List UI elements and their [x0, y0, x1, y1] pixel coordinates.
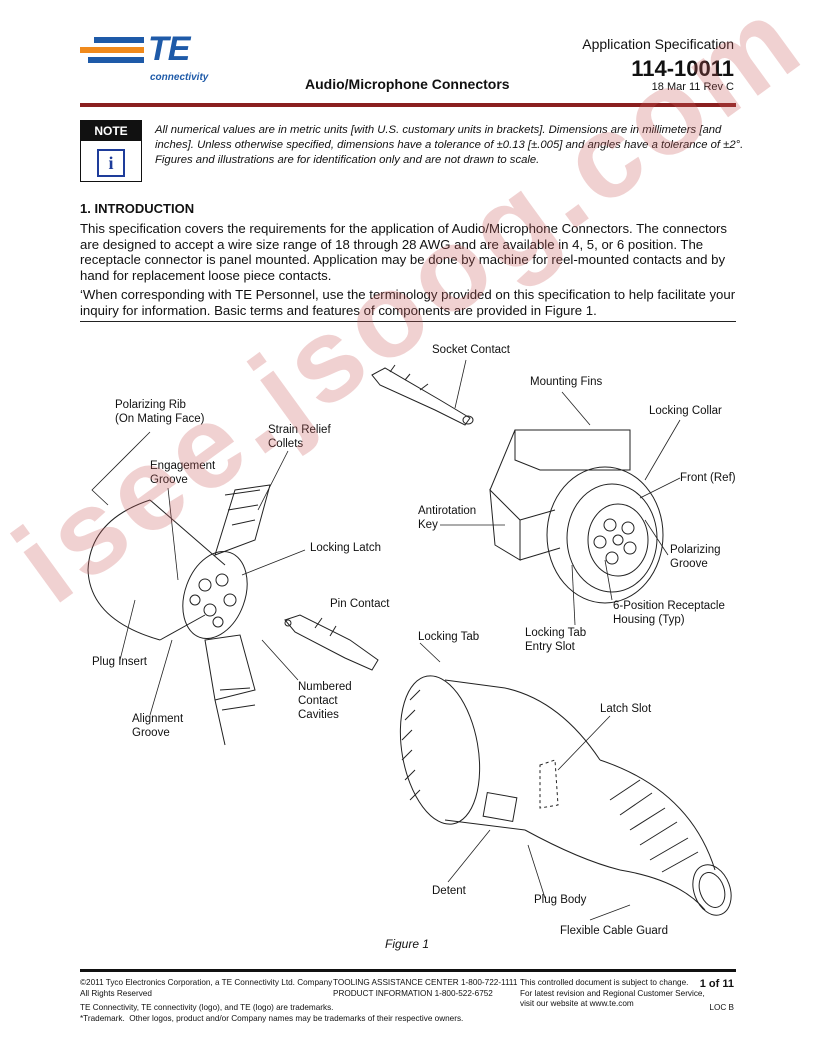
document-title: Audio/Microphone Connectors	[305, 76, 510, 92]
info-icon: i	[97, 149, 125, 177]
label-strain-relief-collets: Strain Relief Collets	[268, 424, 331, 450]
label-latch-slot: Latch Slot	[600, 703, 652, 715]
plug-insert-drawing	[87, 484, 271, 746]
te-logo-bars-icon	[80, 37, 144, 63]
label-socket-contact: Socket Contact	[432, 344, 510, 356]
label-engagement-groove: Engagement Groove	[150, 460, 216, 486]
spec-number: 114-10011	[631, 56, 734, 81]
page-number: 1 of 11	[699, 978, 734, 990]
label-polarizing-rib: Polarizing Rib (On Mating Face)	[115, 399, 205, 425]
leader-lines	[91, 359, 681, 921]
label-plug-body: Plug Body	[534, 894, 587, 906]
label-locking-collar: Locking Collar	[649, 405, 722, 417]
label-locking-latch: Locking Latch	[310, 542, 381, 554]
label-front-ref: Front (Ref)	[680, 472, 736, 484]
label-polarizing-groove: Polarizing Groove	[670, 544, 721, 570]
footer-tooling-contact: TOOLING ASSISTANCE CENTER 1-800-722-1111…	[333, 978, 518, 998]
label-pin-contact: Pin Contact	[330, 598, 390, 610]
te-logo-text: TE	[148, 30, 190, 68]
footer-loc: LOC B	[709, 1003, 734, 1012]
label-antirotation-key: Antirotation Key	[418, 505, 477, 531]
label-locking-tab-entry-slot: Locking Tab Entry Slot	[525, 627, 587, 653]
footer-trademarks: TE Connectivity, TE connectivity (logo),…	[80, 1003, 464, 1023]
receptacle-housing-drawing	[489, 429, 664, 604]
note-text: All numerical values are in metric units…	[155, 124, 744, 166]
footer-rule	[80, 969, 736, 972]
label-detent: Detent	[432, 885, 466, 897]
spec-date-revision: 18 Mar 11 Rev C	[651, 81, 734, 93]
header-rule	[80, 103, 736, 107]
te-logo-subtext: connectivity	[150, 72, 209, 83]
note-label: NOTE	[81, 121, 141, 141]
footer-copyright: ©2011 Tyco Electronics Corporation, a TE…	[80, 978, 333, 998]
footer-controlled-note: This controlled document is subject to c…	[520, 978, 705, 1008]
label-mounting-fins: Mounting Fins	[530, 376, 603, 388]
intro-paragraph-2: ‘When corresponding with TE Personnel, u…	[80, 287, 736, 318]
section-rule	[80, 321, 736, 322]
socket-contact-drawing	[371, 364, 474, 426]
pin-contact-drawing	[284, 614, 379, 671]
label-receptacle-housing: 6-Position Receptacle Housing (Typ)	[613, 600, 725, 626]
section-heading: 1. INTRODUCTION	[80, 201, 195, 216]
plug-body-drawing	[399, 675, 732, 916]
label-numbered-contact-cavities: Numbered Contact Cavities	[298, 681, 352, 721]
intro-paragraph-1: This specification covers the requiremen…	[80, 221, 728, 283]
spec-type: Application Specification	[582, 36, 734, 52]
note-box: NOTE i	[80, 120, 142, 182]
label-alignment-groove: Alignment Groove	[132, 713, 184, 739]
label-plug-insert: Plug Insert	[92, 656, 147, 668]
label-flexible-cable-guard: Flexible Cable Guard	[560, 925, 669, 937]
label-locking-tab: Locking Tab	[418, 631, 480, 643]
figure-caption: Figure 1	[385, 937, 430, 951]
